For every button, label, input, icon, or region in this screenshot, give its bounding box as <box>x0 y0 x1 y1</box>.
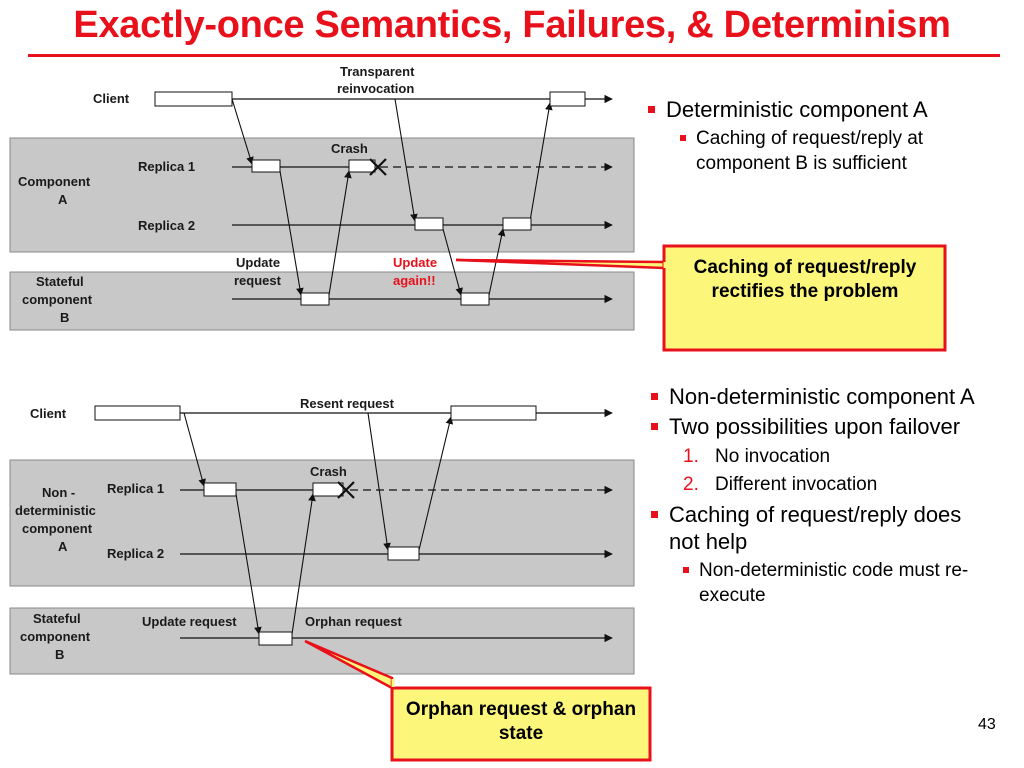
top-client-label: Client <box>93 91 130 106</box>
client-reply-box-2 <box>450 405 537 421</box>
top-callout-text: Caching of request/reply rectifies the p… <box>693 257 917 302</box>
top-replica1-label: Replica 1 <box>138 159 195 174</box>
replica2-exec-box <box>414 217 444 231</box>
number-2: 2. <box>683 474 699 496</box>
request-arrow <box>231 98 254 165</box>
bottom-callout-text: Orphan request & orphan state <box>405 699 637 744</box>
bottom-replica2-label: Replica 2 <box>107 546 164 561</box>
non-det-component-a-panel <box>9 459 635 587</box>
bottom-replica1-label: Replica 1 <box>107 481 164 496</box>
bullet-deterministic-text: Deterministic component A <box>666 97 928 122</box>
top-crash-label: Crash <box>331 141 368 156</box>
slide-title: Exactly-once Semantics, Failures, & Dete… <box>73 4 951 46</box>
bullet-two-possibilities-text: Two possibilities upon failover <box>669 414 961 440</box>
top-transparent-label: Transparent <box>340 64 415 79</box>
bullet-caching-not-help: Caching of request/reply does not help <box>651 502 996 555</box>
resent-request-arrow <box>367 412 391 551</box>
bottom-crash-label: Crash <box>310 464 347 479</box>
replica1-reply-box-2 <box>312 482 344 497</box>
replica2-exec-box-2 <box>387 546 420 561</box>
bottom-orphan-request-label: Orphan request <box>305 614 402 629</box>
bottom-update-request-label: Update request <box>142 614 237 629</box>
stateful-b-cached-box <box>460 292 490 306</box>
top-stateful-label-3: B <box>60 310 69 325</box>
bullet-square-icon <box>651 423 658 431</box>
bottom-component-label-4: A <box>58 539 68 554</box>
top-component-label-2: A <box>58 192 68 207</box>
bullet-re-execute: Non-deterministic code must re-execute <box>651 559 996 608</box>
different-invocation-text: Different invocation <box>715 474 878 496</box>
crash-x-icon <box>369 158 387 176</box>
top-update-label-1: Update <box>236 255 280 270</box>
bottom-client-label: Client <box>30 406 67 421</box>
replica2-reply-box <box>502 217 532 231</box>
bullet-square-icon <box>651 393 658 400</box>
update-request-arrow <box>279 170 304 296</box>
bottom-stateful-label-1: Stateful <box>33 611 81 626</box>
replica1-exec-box <box>251 159 281 173</box>
bottom-component-label-1: Non - <box>42 485 75 500</box>
reply-arrow <box>328 170 352 296</box>
reply-arrow-2 <box>291 493 316 635</box>
replica1-reply-box <box>348 159 376 173</box>
bullet-square-icon <box>651 511 658 519</box>
bullet-deterministic: Deterministic component A <box>648 97 1018 123</box>
top-component-label-1: Component <box>18 174 91 189</box>
top-replica2-label: Replica 2 <box>138 218 195 233</box>
bullet-square-icon <box>648 106 655 113</box>
bullet-re-execute-text: Non-deterministic code must re-execute <box>699 559 969 606</box>
no-invocation-text: No invocation <box>715 445 831 467</box>
bottom-bullet-list: Non-deterministic component A Two possib… <box>651 384 996 610</box>
numbered-no-invocation: 1. No invocation <box>651 445 996 470</box>
number-1: 1. <box>683 445 699 467</box>
title-underline <box>28 54 1000 57</box>
bullet-caching-sufficient: Caching of request/reply at component B … <box>648 127 1018 176</box>
bullet-square-icon <box>680 135 686 142</box>
bullet-caching-sufficient-text: Caching of request/reply at component B … <box>696 128 924 175</box>
top-update-label-2: request <box>234 273 282 288</box>
top-stateful-label-1: Stateful <box>36 274 84 289</box>
bullet-non-deterministic: Non-deterministic component A <box>651 384 996 410</box>
reinvocation-arrow <box>394 98 418 222</box>
client-reply-box <box>549 91 586 107</box>
top-update-again-label-1: Update <box>393 255 437 270</box>
update-again-arrow <box>442 228 463 296</box>
top-stateful-label-2: component <box>22 292 93 307</box>
numbered-different-invocation: 2. Different invocation <box>651 473 996 498</box>
client-request-box <box>154 91 233 107</box>
bullet-non-deterministic-text: Non-deterministic component A <box>669 384 975 409</box>
bottom-stateful-label-2: component <box>20 629 91 644</box>
bottom-component-label-2: deterministic <box>15 503 96 518</box>
bottom-callout <box>304 639 652 762</box>
component-a-panel <box>9 137 635 253</box>
update-request-arrow-2 <box>235 493 262 635</box>
bottom-component-label-3: component <box>22 521 93 536</box>
bottom-resent-label: Resent request <box>300 396 395 411</box>
slide-number: 43 <box>978 716 996 733</box>
stateful-b-exec-box <box>300 292 330 306</box>
bullet-caching-not-help-text: Caching of request/reply does not help <box>669 502 962 554</box>
top-reinvocation-label: reinvocation <box>337 81 414 96</box>
client-reply-arrow-2 <box>418 416 454 551</box>
top-bullet-list: Deterministic component A Caching of req… <box>648 97 1018 179</box>
client-request-box-2 <box>94 405 181 421</box>
bottom-stateful-label-3: B <box>55 647 64 662</box>
orphan-state-box <box>258 631 293 646</box>
bullet-two-possibilities: Two possibilities upon failover <box>651 414 996 440</box>
replica1-exec-box-2 <box>203 482 237 497</box>
top-update-again-label-2: again!! <box>393 273 436 288</box>
client-reply-arrow <box>529 102 553 222</box>
request-arrow-2 <box>183 412 206 487</box>
crash-x-icon-2 <box>337 481 355 499</box>
stateful-b-panel-2 <box>9 607 635 675</box>
bullet-square-icon <box>683 566 689 573</box>
top-callout <box>455 244 947 352</box>
